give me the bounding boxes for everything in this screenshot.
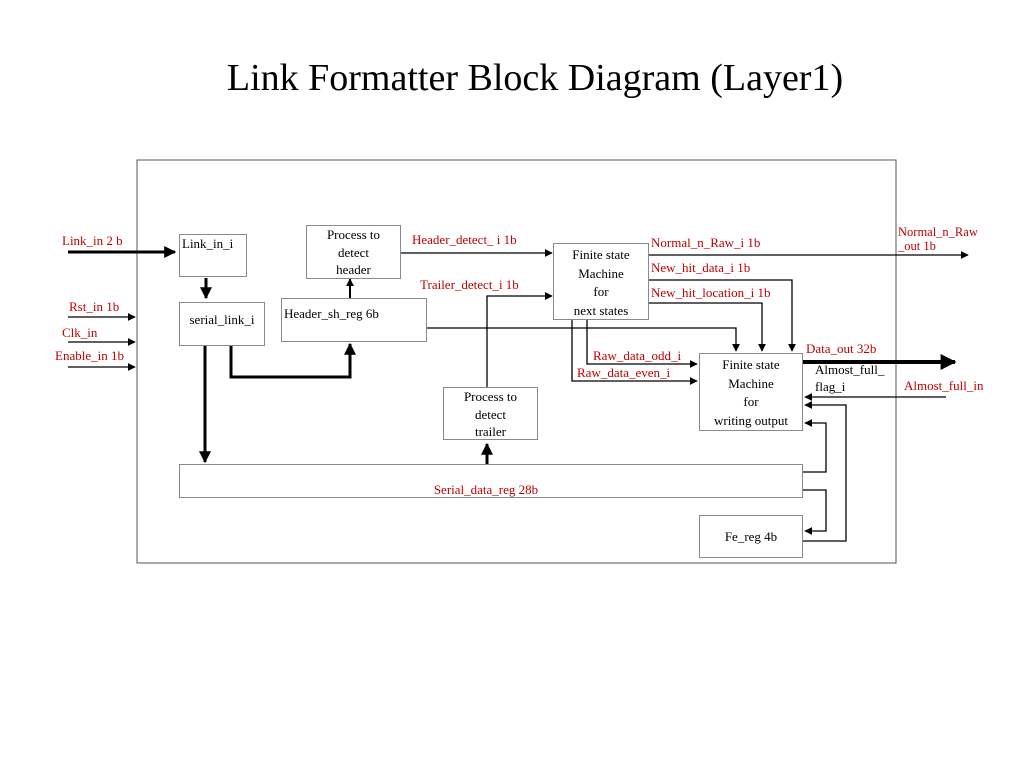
label-rst-in: Rst_in 1b (69, 299, 120, 314)
label-raw-data-odd-i: Raw_data_odd_i (593, 348, 682, 363)
serial-to-header-wire (229, 342, 356, 379)
raw-data-odd-wire (586, 320, 698, 368)
label-normal-n-raw-out: Normal_n_Raw _out 1b (898, 225, 978, 253)
label-new-hit-location-i: New_hit_location_i 1b (651, 285, 771, 300)
label-enable-in: Enable_in 1b (55, 348, 124, 363)
datareg-to-fereg-wire (803, 489, 827, 535)
block-process-detect-header: Process to detect header (306, 225, 401, 279)
new-hit-data-wire (649, 279, 796, 352)
block-fe-reg: Fe_reg 4b (699, 515, 803, 558)
raw-data-even-wire (571, 320, 698, 385)
label-trailer-detect: Trailer_detect_i 1b (420, 277, 519, 292)
label-raw-data-even-i: Raw_data_even_i (577, 365, 671, 380)
label-data-out: Data_out 32b (806, 341, 877, 356)
label-almost-full-in: Almost_full_in (904, 378, 984, 393)
block-fsm-next-states: Finite state Machine for next states (553, 243, 649, 320)
block-fsm-writing-output: Finite state Machine for writing output (699, 353, 803, 431)
label-almost-full-flag-i: Almost_full_ flag_i (815, 362, 885, 394)
datareg-feedback-wire (803, 419, 827, 473)
block-process-detect-trailer: Process to detect trailer (443, 387, 538, 440)
label-new-hit-data-i: New_hit_data_i 1b (651, 260, 751, 275)
trailer-detect-wire (486, 292, 553, 387)
label-link-in: Link_in 2 b (62, 233, 123, 248)
label-normal-n-raw-i: Normal_n_Raw_i 1b (651, 235, 761, 250)
label-clk-in: Clk_in (62, 325, 98, 340)
block-serial-link-i: serial_link_i (179, 302, 265, 346)
block-link-in-i: Link_in_i (179, 234, 247, 277)
page-title: Link Formatter Block Diagram (Layer1) (226, 57, 844, 99)
label-header-detect: Header_detect_ i 1b (412, 232, 517, 247)
block-header-sh-reg: Header_sh_reg 6b (281, 298, 427, 342)
block-serial-data-reg: Serial_data_reg 28b (179, 464, 803, 498)
headerreg-to-fsmout-wire (427, 327, 740, 352)
fereg-feedback-wire (803, 401, 847, 542)
new-hit-location-wire (649, 302, 766, 352)
